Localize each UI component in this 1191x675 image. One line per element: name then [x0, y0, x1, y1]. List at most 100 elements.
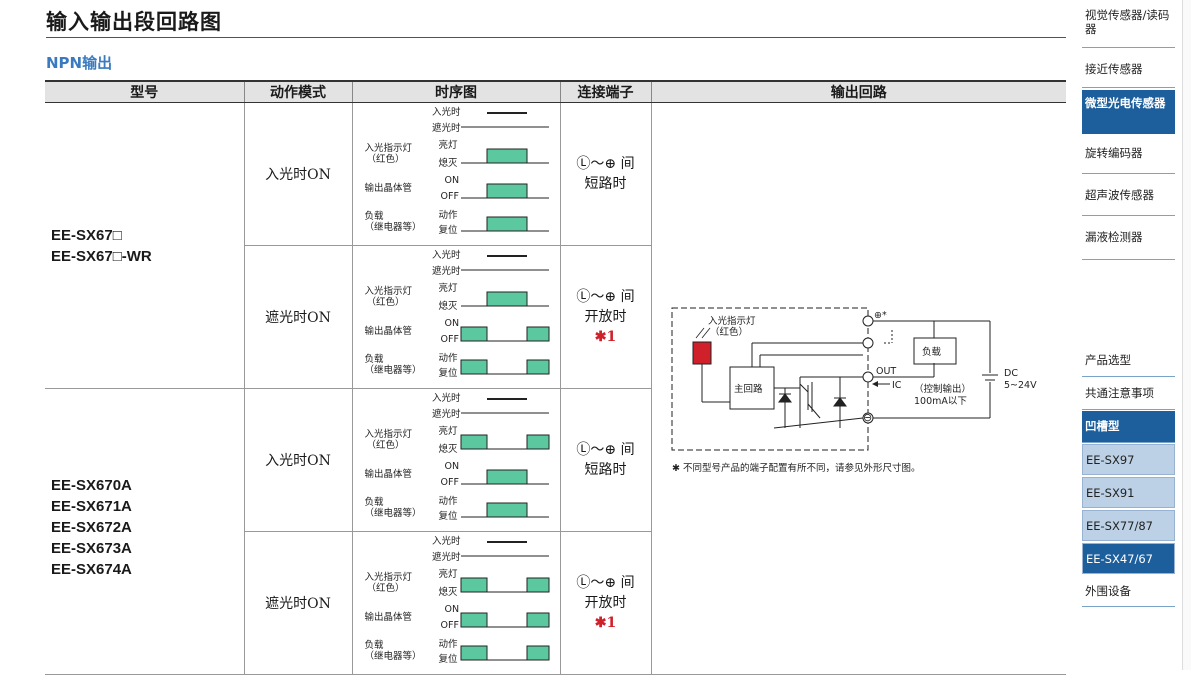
sidebar-item-proximity[interactable]: 接近传感器: [1082, 48, 1175, 88]
terminal-cell: Ⓛ～⊕ 间 开放时 ✱1: [559, 245, 651, 389]
timing-label-operate: 动作: [438, 353, 458, 364]
terminal-line: Ⓛ～⊕ 间: [576, 575, 635, 591]
timing-label-lit: 亮灯: [438, 426, 458, 437]
sidebar-sub-sx91[interactable]: EE-SX91: [1082, 477, 1175, 508]
timing-label-lit: 亮灯: [438, 140, 458, 151]
model-cell: EE-SX670A EE-SX671A EE-SX672A EE-SX673A …: [45, 388, 244, 675]
timing-label-on: ON: [444, 604, 460, 615]
timing-label-on: ON: [444, 318, 460, 329]
col-timing: 时序图: [351, 80, 560, 103]
timing-label-on: ON: [444, 461, 460, 472]
mode-cell: 遮光时ON: [243, 531, 352, 675]
timing-label-load: 负载: [364, 497, 384, 508]
terminal-line: Ⓛ～⊕ 间: [576, 442, 635, 458]
timing-label-indicator-color: （红色）: [366, 583, 405, 594]
timing-label-indicator-color: （红色）: [366, 440, 405, 451]
timing-label-transistor: 输出晶体管: [364, 469, 413, 480]
circuit-indicator-label: 入光指示灯: [708, 315, 756, 327]
timing-label-load-sub: （继电器等）: [364, 365, 422, 376]
sidebar-item-leak[interactable]: 漏液检测器: [1082, 216, 1175, 260]
sidebar-item-precautions[interactable]: 共通注意事项: [1082, 378, 1175, 410]
control-output-label: （控制输出）: [914, 383, 971, 395]
timing-label-unlit: 熄灭: [438, 301, 458, 312]
sidebar-item-ultrasonic[interactable]: 超声波传感器: [1082, 174, 1175, 216]
col-mode: 动作模式: [243, 80, 352, 103]
timing-label-transistor: 输出晶体管: [364, 183, 413, 194]
output-circuit-diagram: 入光指示灯 （红色） 主回路 负载 OUT IC （控制输出） 100mA以下 …: [671, 307, 1037, 451]
sidebar-item-photo[interactable]: 微型光电传感器: [1082, 90, 1175, 134]
title-rule: [46, 37, 1066, 38]
sidebar-item-encoder[interactable]: 旋转编码器: [1082, 134, 1175, 174]
sidebar-item-vision[interactable]: 视觉传感器/读码器: [1082, 4, 1175, 48]
out-label: OUT: [876, 366, 896, 377]
terminal-condition: 短路时: [584, 462, 627, 478]
timing-label-indicator: 入光指示灯: [364, 572, 413, 583]
timing-label-lit: 亮灯: [438, 569, 458, 580]
scrollbar[interactable]: [1182, 0, 1191, 670]
model-name: EE-SX674A: [51, 561, 132, 578]
timing-label-load-sub: （继电器等）: [364, 222, 422, 233]
timing-label-indicator-color: （红色）: [366, 297, 405, 308]
ic-label: IC: [892, 380, 902, 391]
circuit-cell: [650, 102, 1066, 675]
terminal-cell: Ⓛ～⊕ 间 开放时 ✱1: [559, 531, 651, 675]
timing-label-off: OFF: [440, 477, 459, 488]
timing-label-operate: 动作: [438, 639, 458, 650]
sidebar-item-peripherals[interactable]: 外围设备: [1082, 575, 1175, 607]
timing-label-indicator-color: （红色）: [366, 154, 405, 165]
sidebar-sub-sx77[interactable]: EE-SX77/87: [1082, 510, 1175, 541]
timing-label-light-off: 遮光时: [431, 409, 461, 420]
terminal-cell: Ⓛ～⊕ 间 短路时: [559, 388, 651, 532]
footnote-marker: ✱1: [594, 329, 617, 345]
model-cell: EE-SX67□ EE-SX67□-WR: [45, 102, 244, 389]
model-name: EE-SX67□-WR: [51, 248, 152, 265]
timing-label-reset: 复位: [438, 225, 458, 236]
timing-label-off: OFF: [440, 334, 459, 345]
mode-cell: 遮光时ON: [243, 245, 352, 389]
timing-label-operate: 动作: [438, 496, 458, 507]
timing-label-light-off: 遮光时: [431, 552, 461, 563]
timing-label-light-on: 入光时: [431, 536, 461, 547]
col-circuit: 输出回路: [650, 80, 1066, 103]
load-label: 负载: [922, 346, 942, 358]
timing-label-reset: 复位: [438, 511, 458, 522]
model-name: EE-SX671A: [51, 498, 132, 515]
timing-label-unlit: 熄灭: [438, 587, 458, 598]
timing-label-unlit: 熄灭: [438, 444, 458, 455]
main-circuit-label: 主回路: [734, 383, 763, 395]
circuit-footnote: ✱ 不同型号产品的端子配置有所不同，请参见外形尺寸图。: [672, 463, 921, 474]
page-title: 输入输出段回路图: [46, 10, 222, 34]
timing-label-load: 负载: [364, 640, 384, 651]
timing-label-load: 负载: [364, 354, 384, 365]
mode-cell: 入光时ON: [243, 388, 352, 532]
timing-label-indicator: 入光指示灯: [364, 429, 413, 440]
timing-label-light-off: 遮光时: [431, 123, 461, 134]
circuit-indicator-color: （红色）: [710, 326, 748, 338]
table-row: EE-SX67□ EE-SX67□-WR 入光时ON 入光时遮光时入光指示灯（红…: [45, 102, 1066, 675]
model-name: EE-SX672A: [51, 519, 132, 536]
mode-cell: 入光时ON: [243, 102, 352, 246]
timing-label-load-sub: （继电器等）: [364, 651, 422, 662]
timing-label-operate: 动作: [438, 210, 458, 221]
sidebar-item-selection[interactable]: 产品选型: [1082, 345, 1175, 377]
model-name: EE-SX670A: [51, 477, 132, 494]
model-name: EE-SX67□: [51, 227, 122, 244]
col-model: 型号: [45, 80, 244, 103]
terminal-condition: 开放时: [584, 309, 627, 325]
timing-label-light-on: 入光时: [431, 107, 461, 118]
timing-label-light-on: 入光时: [431, 393, 461, 404]
timing-label-on: ON: [444, 175, 460, 186]
sidebar-group-slot[interactable]: 凹槽型: [1082, 411, 1175, 443]
timing-label-off: OFF: [440, 620, 459, 631]
terminal-cell: Ⓛ～⊕ 间 短路时: [559, 102, 651, 246]
footnote-marker: ✱1: [594, 615, 617, 631]
sidebar-sub-sx47[interactable]: EE-SX47/67: [1082, 543, 1175, 574]
sidebar: 视觉传感器/读码器 接近传感器 微型光电传感器 旋转编码器 超声波传感器 漏液检…: [1082, 0, 1175, 670]
sidebar-sub-sx97[interactable]: EE-SX97: [1082, 444, 1175, 475]
